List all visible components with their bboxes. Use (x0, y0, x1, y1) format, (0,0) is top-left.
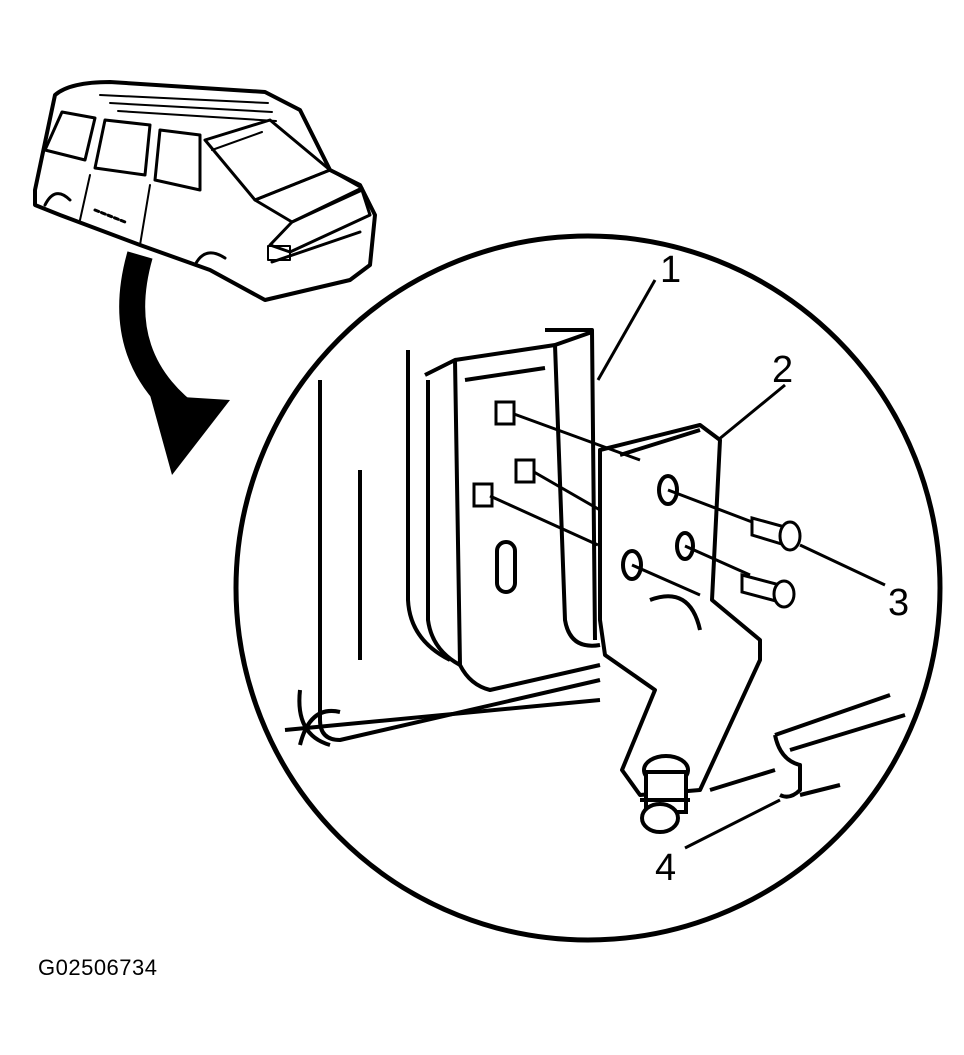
bracket (598, 423, 762, 797)
callout-4: 4 (655, 847, 676, 889)
callout-2: 2 (772, 349, 793, 391)
body-panel (284, 328, 601, 747)
alignment-lines (489, 412, 761, 597)
figure-id: G02506734 (38, 955, 158, 980)
van-illustration (33, 80, 377, 302)
frame-rail (709, 693, 906, 799)
callout-leaders (596, 279, 886, 850)
bolts (740, 516, 802, 609)
callout-1: 1 (660, 249, 681, 291)
pointer-arrow (119, 251, 230, 475)
clip-nuts (472, 400, 536, 508)
detail-circle (233, 233, 943, 943)
isolator-mount (640, 754, 690, 834)
callout-3: 3 (888, 582, 909, 624)
